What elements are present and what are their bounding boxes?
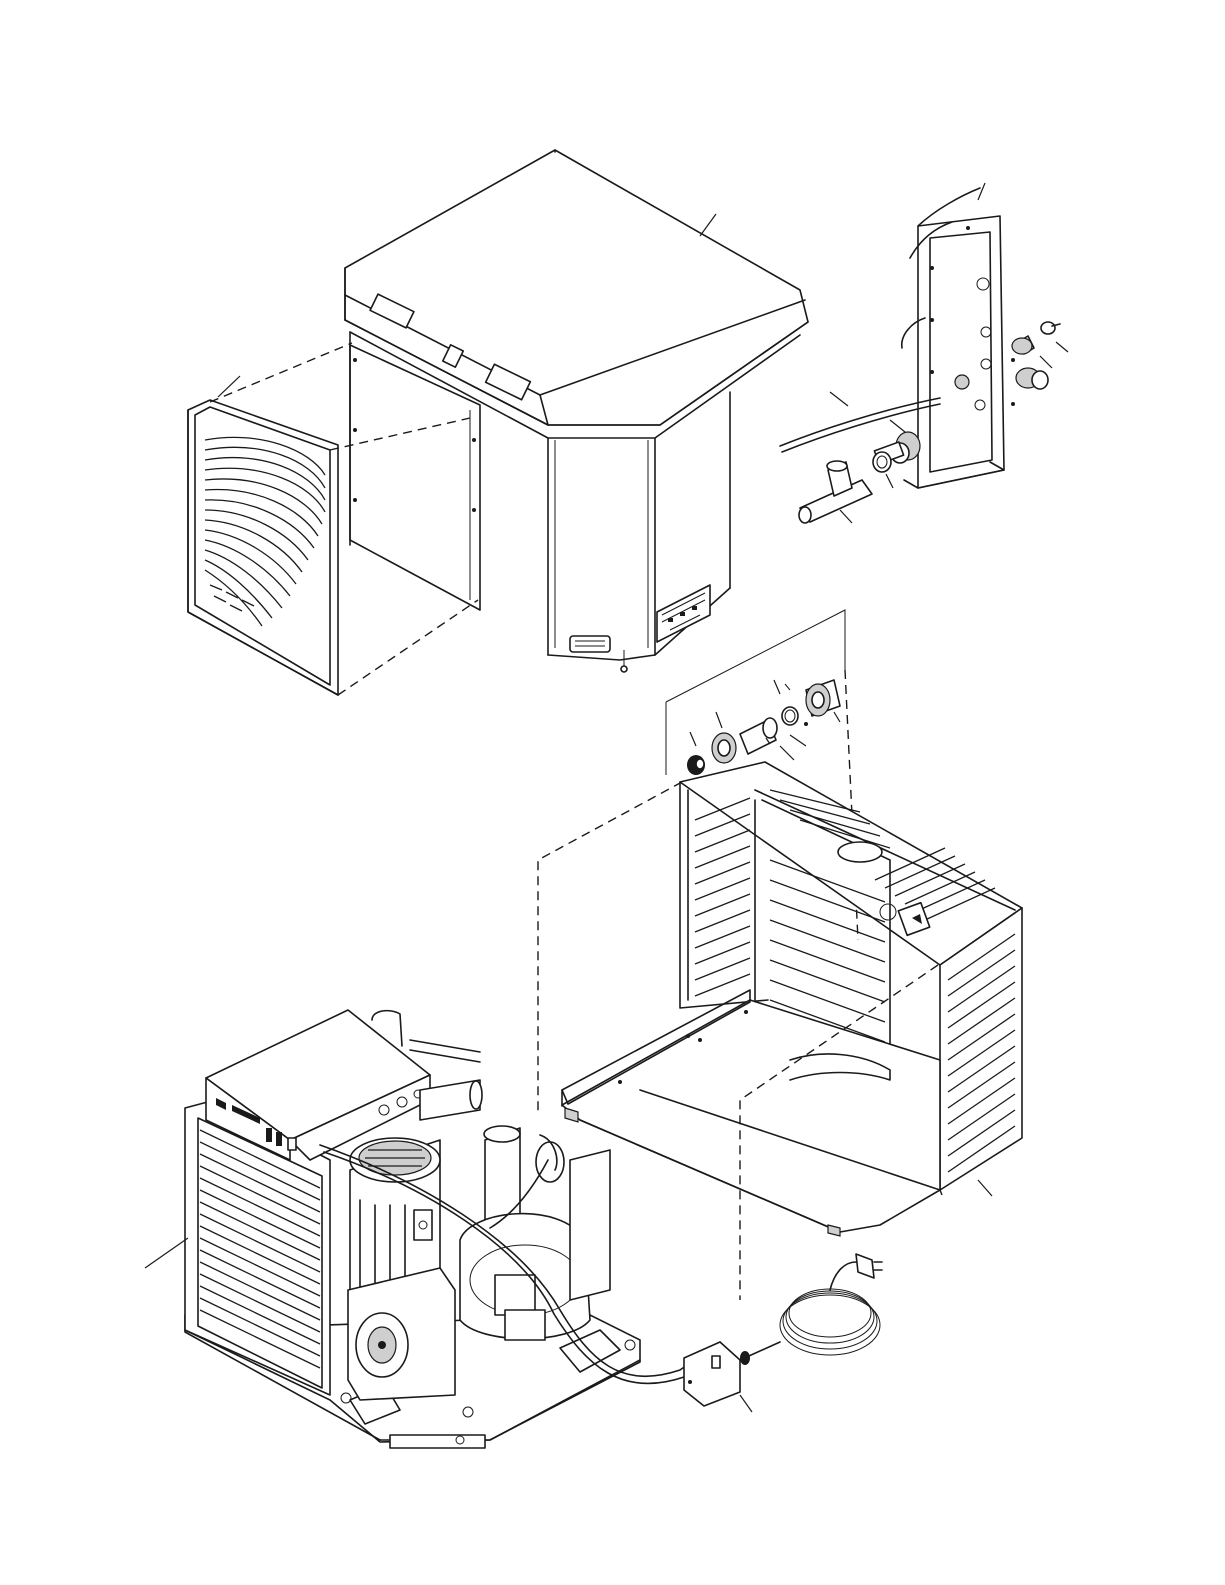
power-cord	[684, 1254, 882, 1412]
left-louvers	[695, 798, 750, 996]
rating-plate	[657, 585, 710, 642]
compressor	[460, 1135, 610, 1340]
motor	[348, 1138, 455, 1400]
tee-fitting	[799, 461, 872, 523]
front-grille	[188, 376, 338, 695]
clamp	[873, 452, 893, 488]
union-assembly	[666, 610, 845, 775]
coiled-cord	[780, 1289, 880, 1355]
chassis-base	[562, 990, 940, 1236]
cabinet-top	[345, 150, 808, 672]
